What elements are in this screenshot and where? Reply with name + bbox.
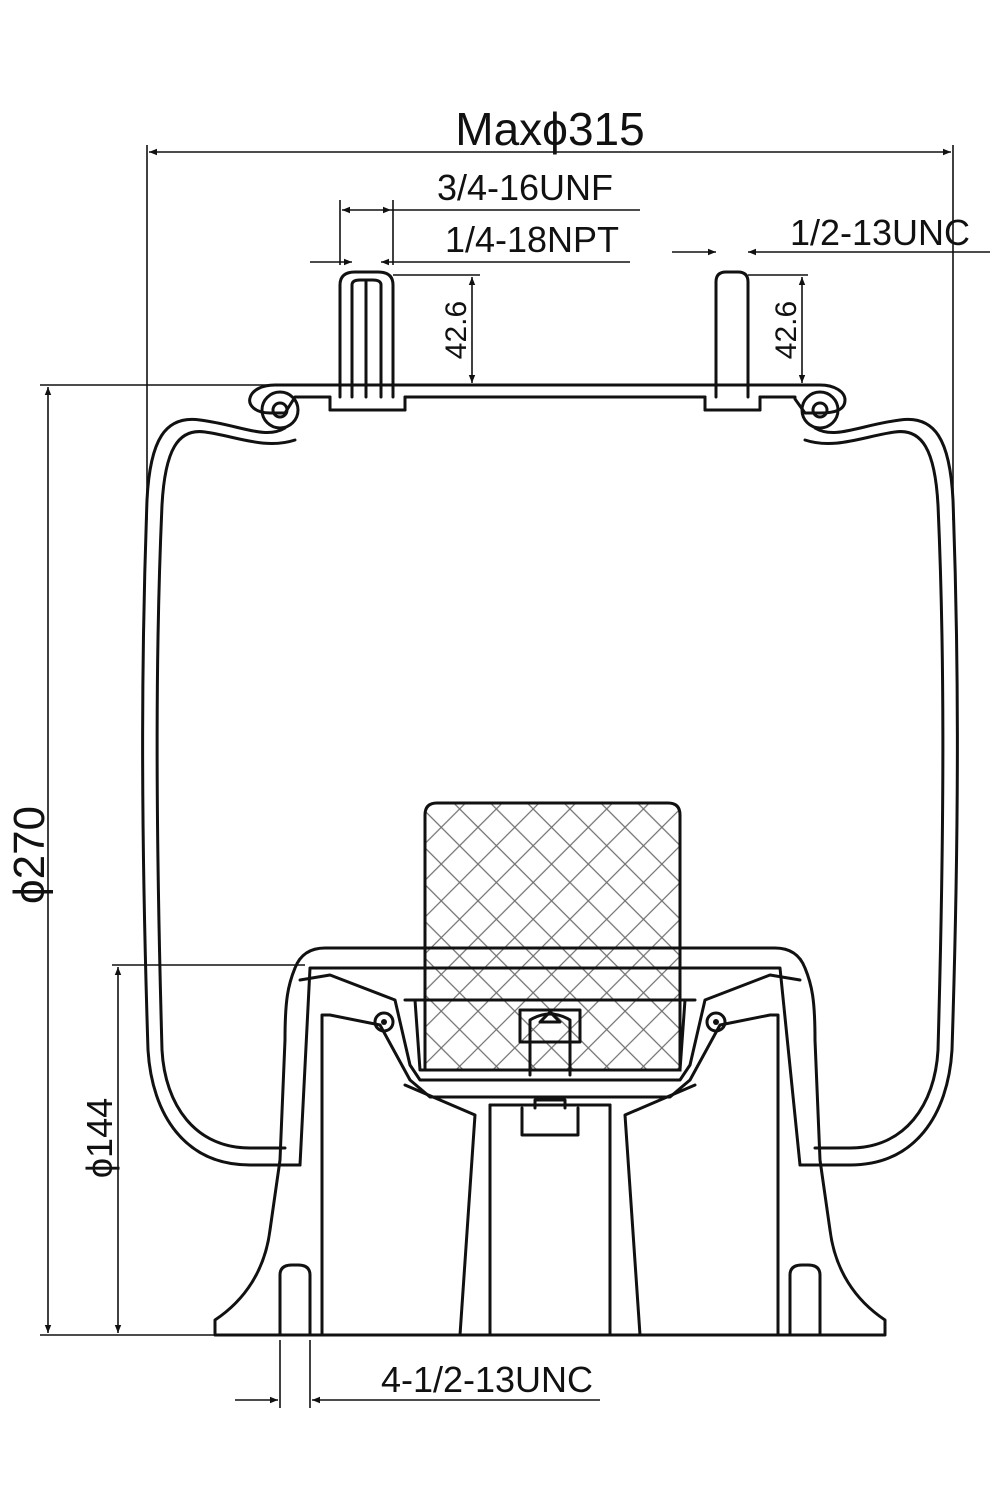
right-piston-clip — [705, 1011, 727, 1033]
bumper-bolt — [518, 1008, 582, 1137]
rubber-bumper — [423, 801, 682, 1072]
mounting-stud-right — [703, 270, 762, 412]
max-diameter-dimension — [146, 145, 954, 520]
bottom-stud-left — [278, 1263, 312, 1337]
left-piston-clip — [373, 1011, 395, 1033]
overall-height-dimension — [40, 384, 300, 1336]
top-thread-port-label: 1/4-18NPT — [445, 219, 619, 260]
left-crimp-roll — [260, 390, 300, 430]
top-thread-main-label: 3/4-16UNF — [437, 167, 613, 208]
combo-stud-left — [328, 270, 407, 412]
piston — [213, 946, 887, 1337]
bottom-stud-right — [788, 1263, 822, 1337]
stud-height-dimension-left — [393, 274, 480, 383]
stud-height-dimension-right — [748, 274, 808, 383]
bottom-stud-dimension — [235, 1340, 600, 1408]
overall-height-label: ϕ270 — [5, 806, 54, 904]
max-diameter-label: Maxϕ315 — [455, 103, 644, 155]
rubber-bellow — [141, 417, 959, 1167]
piston-diameter-label: ϕ144 — [79, 1098, 120, 1178]
stud-height-right-label: 42.6 — [770, 301, 803, 359]
stud-height-left-label: 42.6 — [440, 301, 473, 359]
top-thread-dimension — [310, 200, 640, 266]
bottom-stud-label: 4-1/2-13UNC — [381, 1359, 593, 1400]
piston-diameter-dimension — [112, 964, 305, 1333]
right-crimp-roll — [800, 390, 840, 430]
top-stud-thread-label: 1/2-13UNC — [790, 212, 970, 253]
